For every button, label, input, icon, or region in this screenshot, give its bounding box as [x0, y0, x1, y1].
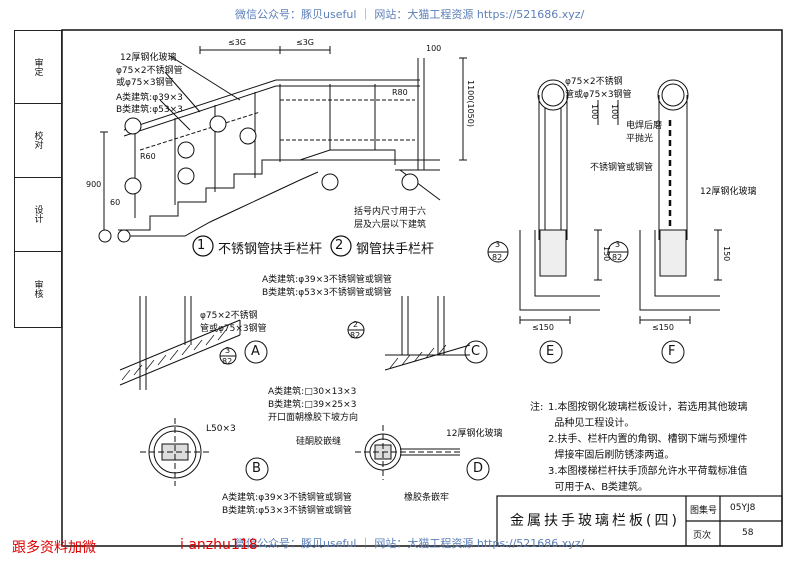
note-line-6: 可用于A、B类建筑。: [548, 482, 649, 493]
r60-label: R60: [140, 152, 156, 161]
detail-e-dim-100: 100: [590, 104, 599, 120]
note-a: 括号内尺寸用于六: [354, 207, 427, 217]
detail-d-letter: D: [473, 461, 484, 476]
note-line-1: 1.本图按钢化玻璃栏板设计，若选用其他玻璃: [548, 402, 748, 413]
sig-row-2: 校对: [15, 103, 61, 178]
page-label: 页次: [693, 531, 712, 541]
detail-b-bot-a: A类建筑:φ39×3不锈钢管或钢管: [222, 493, 352, 503]
detail-a-pipe-b: 管或φ75×3钢管: [200, 324, 267, 334]
detail-f-letter: F: [668, 344, 676, 359]
detail-f-dim-100: 100: [610, 104, 619, 120]
detail-b-drawing: [140, 418, 269, 486]
detail-f-glass: 12厚钢化玻璃: [700, 187, 757, 197]
note-line-5: 3.本图楼梯栏杆扶手顶部允许水平荷载标准值: [548, 466, 748, 477]
detail-f-ref-page: 82: [612, 253, 623, 262]
pipe-top-a: φ75×2不锈钢管: [116, 66, 183, 76]
detail-2-marker: [330, 235, 352, 257]
detail-d-glass: 12厚钢化玻璃: [446, 429, 503, 439]
detail-d-drawing: [355, 425, 490, 481]
drawing-title: 金属扶手玻璃栏板(四): [510, 513, 680, 529]
detail-a-top-a: A类建筑:φ39×3不锈钢管或钢管: [262, 275, 392, 285]
page-value: 58: [742, 528, 754, 538]
detail-e-pipe-b: 管或φ75×3钢管: [565, 90, 632, 100]
detail-f-weld-a: 电焊后磨: [626, 121, 663, 131]
detail-c-ref-num: 2: [353, 320, 359, 329]
pipe-mid-b: B类建筑:φ53×3: [116, 105, 183, 115]
detail-d-rubber: 橡胶条嵌牢: [404, 493, 450, 503]
detail-d-top-a: A类建筑:□30×13×3: [268, 387, 357, 397]
detail-a-ref-page: 82: [222, 357, 233, 366]
detail-b-l50: L50×3: [206, 424, 236, 434]
promo-left: 跟多资料加微: [12, 540, 96, 556]
height-900: 900: [86, 180, 102, 189]
notes-title: 注:: [530, 402, 544, 413]
section-markers: [98, 115, 419, 243]
glass-label: 12厚钢化玻璃: [120, 53, 177, 63]
detail-e-letter: E: [546, 344, 555, 359]
detail-f-dim-150: 150: [722, 246, 731, 262]
note-line-2: 品种见工程设计。: [548, 418, 635, 429]
detail-2-title: 钢管扶手栏杆: [356, 242, 435, 257]
note-line-4: 焊接牢固后刷防锈漆两道。: [548, 450, 675, 461]
promo-right: i anzhu118: [180, 537, 258, 553]
detail-a-pipe-a: φ75×2不锈钢: [200, 311, 258, 321]
detail-1-marker: [192, 235, 214, 257]
gap-b: ≤3G: [296, 38, 314, 47]
detail-e-drawing: [487, 79, 602, 364]
detail-a-ref-num: 3: [225, 346, 231, 355]
detail-c-drawing: [347, 296, 488, 371]
detail-1-number: 1: [197, 238, 206, 253]
detail-d-sealant: 硅酮胶嵌缝: [296, 437, 342, 447]
note-b: 层及六层以下建筑: [354, 220, 427, 230]
detail-2-number: 2: [335, 238, 344, 253]
dim-100: 100: [426, 44, 442, 53]
r80-label: R80: [392, 88, 408, 97]
detail-c-ref-page: 82: [350, 331, 361, 340]
detail-d-top-c: 开口面朝橡胶下坡方向: [268, 413, 359, 423]
pipe-top-b: 或φ75×3钢管: [116, 78, 174, 88]
detail-b-bot-b: B类建筑:φ53×3不锈钢管或钢管: [222, 506, 352, 516]
sig-row-1: 审定: [15, 31, 61, 104]
pipe-mid-a: A类建筑:φ39×3: [116, 93, 183, 103]
atlas-label: 图集号: [690, 506, 718, 516]
detail-a-letter: A: [251, 344, 260, 359]
gap-a: ≤3G: [228, 38, 246, 47]
watermark-top: 微信公众号：豚贝useful ｜ 网站：大猫工程资源 https://52168…: [235, 8, 585, 21]
detail-e-dim-150: 150: [602, 246, 611, 262]
detail-f-drawing: [607, 79, 722, 364]
detail-e-pipe-a: φ75×2不锈钢: [565, 77, 623, 87]
note-line-3: 2.扶手、栏杆内置的角钢、槽钢下端与预埋件: [548, 434, 748, 445]
sig-row-4: 审核: [32, 279, 43, 298]
detail-e-ref-num: 3: [495, 240, 501, 249]
dim-1100: 1100(1050): [466, 80, 475, 127]
watermark-bottom: 微信公众号：豚贝useful ｜ 网站：大猫工程资源 https://52168…: [235, 537, 585, 550]
detail-a-top-b: B类建筑:φ53×3不锈钢管或钢管: [262, 288, 392, 298]
detail-e-ref-page: 82: [492, 253, 503, 262]
detail-a-drawing: [119, 296, 268, 390]
detail-f-pipe: 不锈钢管或钢管: [590, 163, 654, 173]
detail-f-weld-b: 平抛光: [626, 134, 654, 144]
signature-block: 审定 校对 设计 审核: [14, 30, 62, 328]
detail-b-letter: B: [252, 461, 261, 476]
atlas-value: 05YJ8: [730, 503, 756, 513]
detail-1-title: 不锈钢管扶手栏杆: [218, 242, 323, 257]
sig-row-3: 设计: [15, 177, 61, 252]
detail-c-letter: C: [471, 344, 481, 359]
detail-e-dim-w: ≤150: [532, 323, 554, 332]
detail-f-ref-num: 3: [615, 240, 621, 249]
detail-d-top-b: B类建筑:□39×25×3: [268, 400, 357, 410]
title-block-frame: [496, 495, 783, 547]
detail-f-dim-w: ≤150: [652, 323, 674, 332]
dim-60: 60: [110, 198, 121, 207]
